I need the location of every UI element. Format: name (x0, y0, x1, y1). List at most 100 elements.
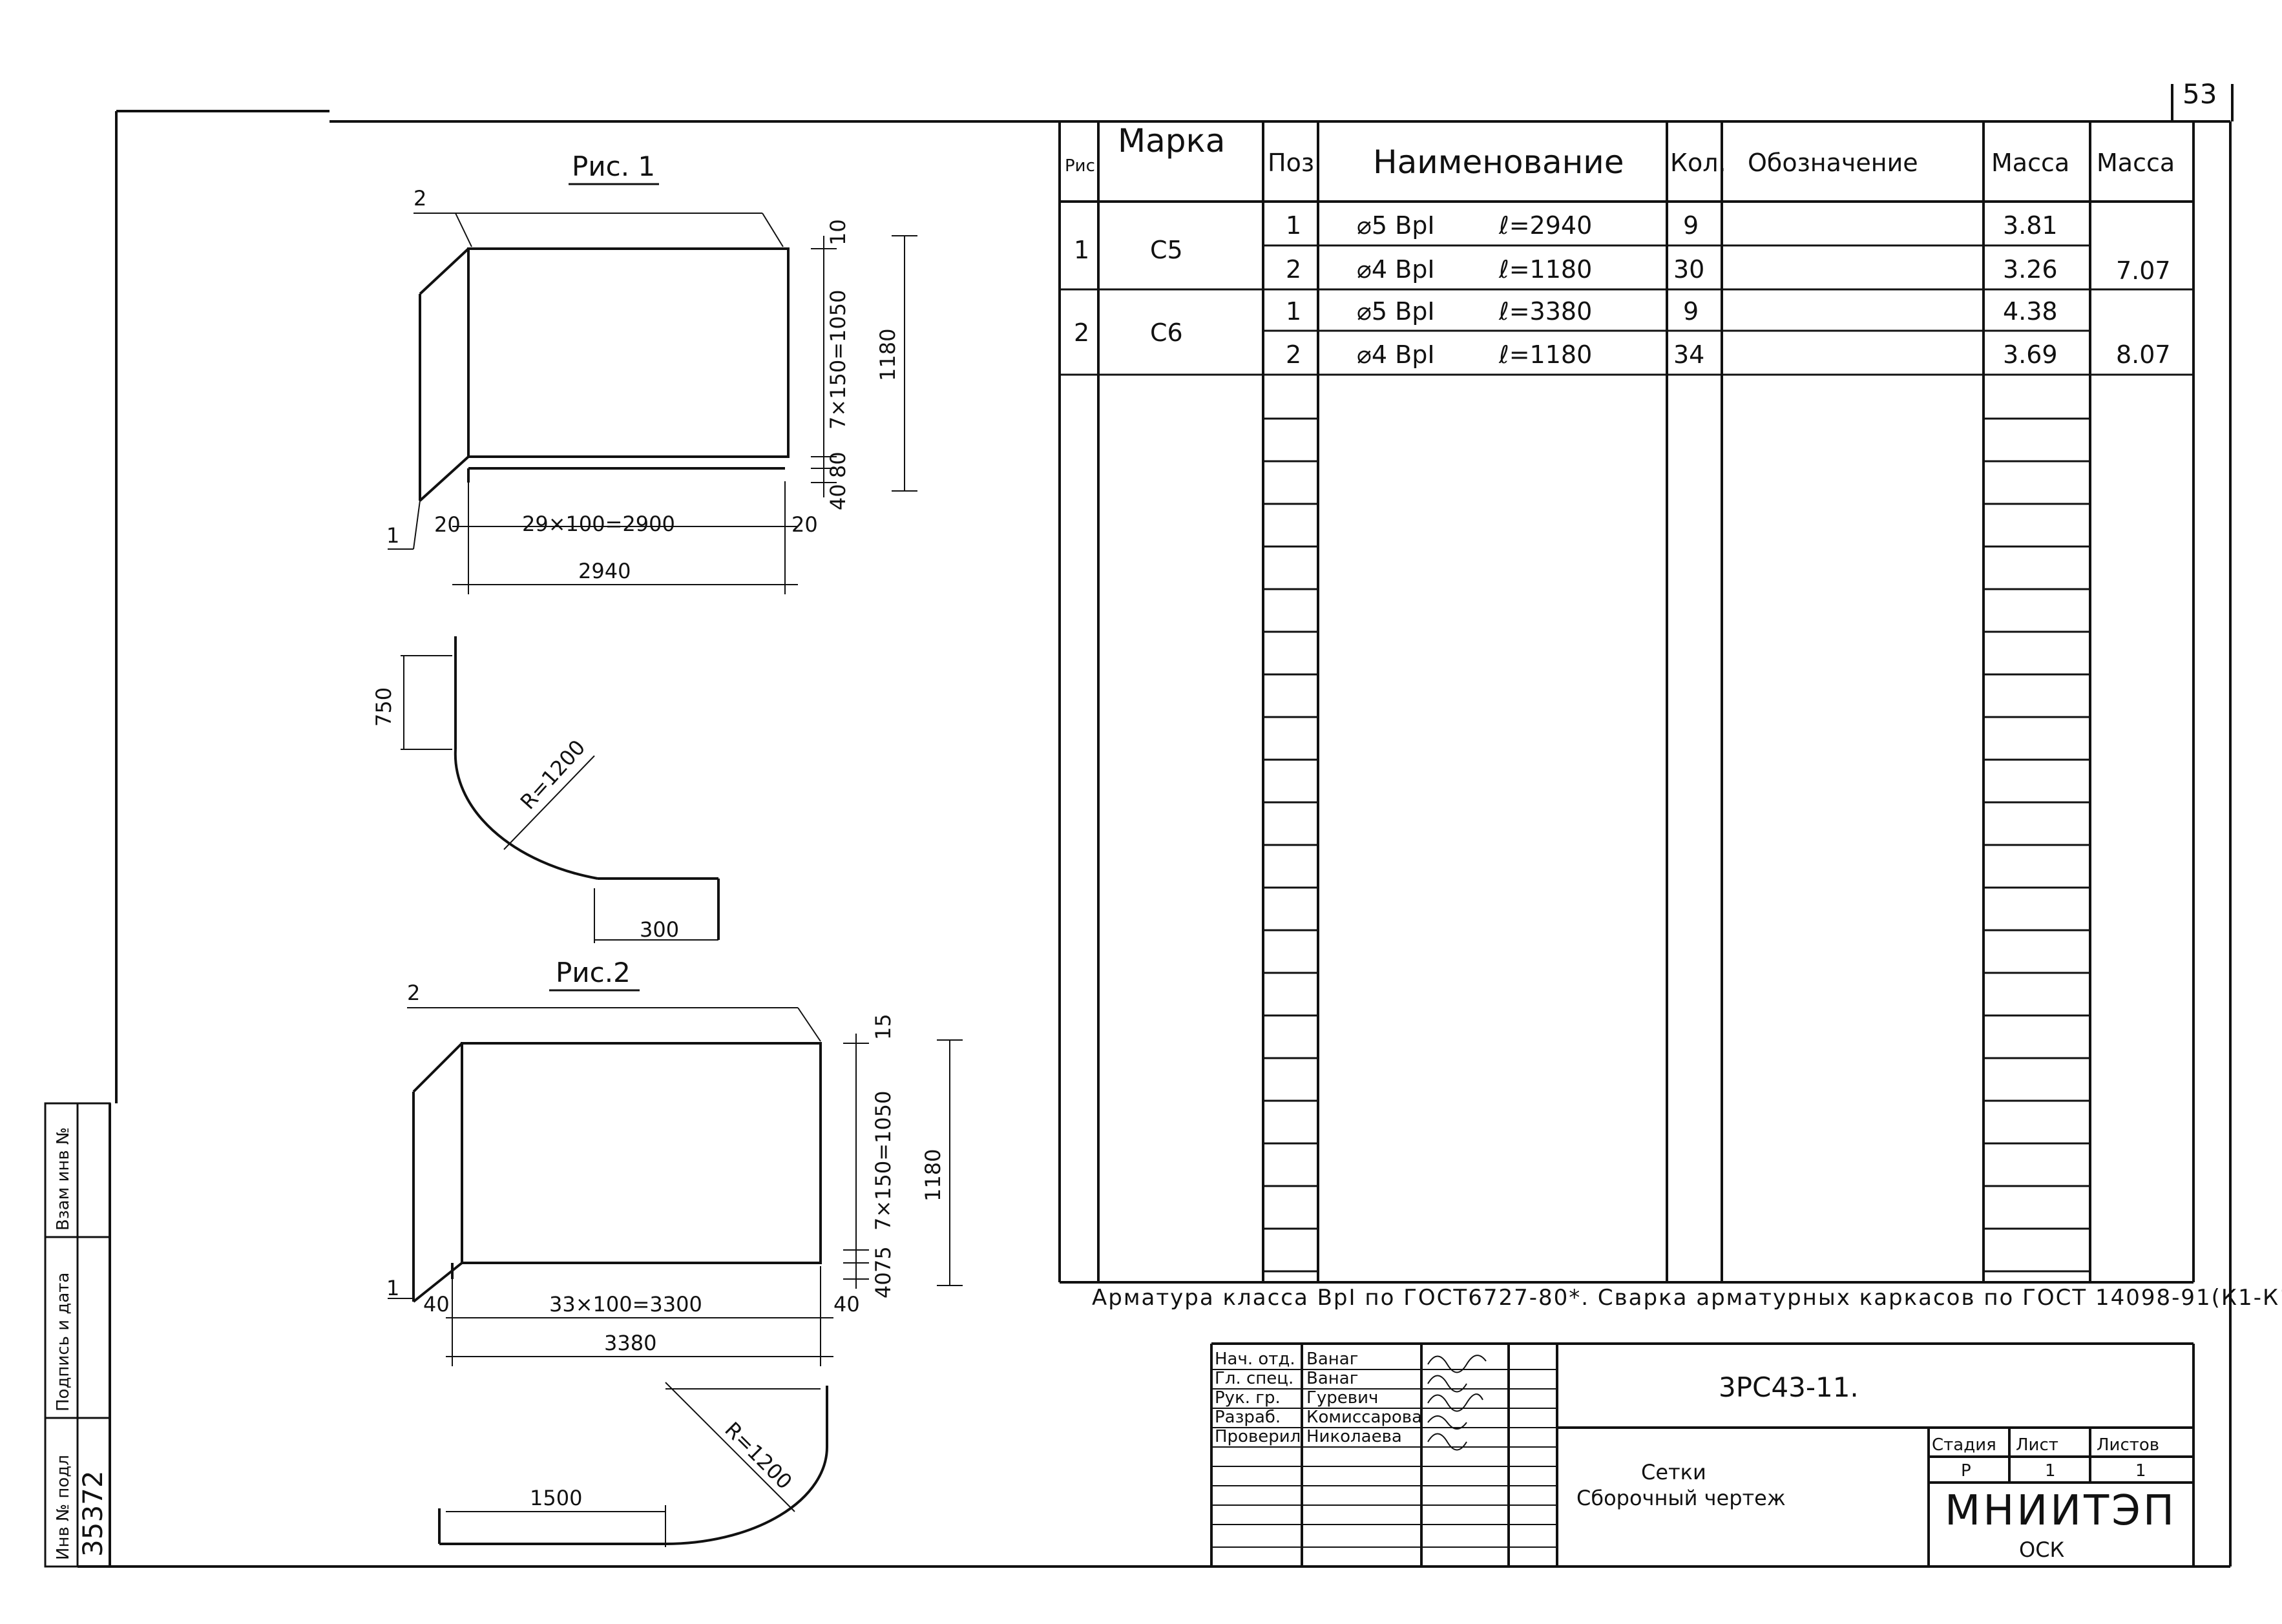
row3-name: ⌀5 ВрI (1357, 297, 1435, 326)
stamp-name-5: Николаева (1306, 1427, 1402, 1446)
row3-mark: С6 (1150, 318, 1183, 347)
fig1-mesh (388, 213, 790, 550)
row2-qty: 30 (1673, 255, 1704, 284)
fig1-dim-mid: 7×150=1050 (826, 290, 850, 430)
row1-mark: С5 (1150, 236, 1183, 264)
row3-pos: 1 (1286, 297, 1301, 326)
stamp-name-4: Комиссарова (1306, 1408, 1422, 1427)
title-block (1210, 1342, 2195, 1567)
stage-value: Р (1961, 1461, 1971, 1481)
fig2-dim-mid: 7×150=1050 (871, 1091, 895, 1231)
stamp-role-2: Гл. спец. (1215, 1369, 1293, 1388)
fig2-caption: Рис.2 (556, 957, 631, 988)
fig1-dimensions (452, 235, 917, 594)
fig2-pos-bottom: 1 (386, 1276, 399, 1300)
row1-fig: 1 (1074, 236, 1089, 264)
stamp-role-5: Проверил (1215, 1427, 1301, 1446)
doc-code: 3РС43-11. (1719, 1371, 1859, 1403)
side-inv-number: 35372 (77, 1470, 109, 1557)
fig2-dim-span: 33×100=3300 (549, 1292, 702, 1317)
fig1-dim-bot1: 80 (826, 452, 850, 478)
bend2-length: 1500 (530, 1486, 582, 1510)
fig1-dim-total: 1180 (875, 329, 900, 381)
fig2-pos-top: 2 (407, 981, 420, 1005)
fig2-dim-length: 3380 (604, 1331, 656, 1355)
row4-name: ⌀4 ВрI (1357, 340, 1435, 369)
spec-table-rows (1060, 244, 2193, 1273)
stamp-name-1: Ванаг (1306, 1349, 1358, 1369)
header-mass: Масса (1991, 149, 2069, 177)
side-stamp (44, 1102, 111, 1568)
bend1-shape (454, 636, 720, 940)
fig1-dim-right: 20 (791, 512, 818, 537)
fig1-caption: Рис. 1 (572, 151, 655, 182)
stamp-role-4: Разраб. (1215, 1408, 1281, 1427)
side-label-signature: Подпись и дата (54, 1273, 73, 1411)
sheet-value: 1 (2045, 1461, 2056, 1481)
bend1-dimensions (401, 655, 718, 943)
fig1-dim-bot2: 40 (826, 484, 850, 510)
fig2-dim-bot2: 40 (871, 1272, 895, 1298)
header-pos: Поз. (1268, 149, 1322, 177)
row4-pos: 2 (1286, 340, 1301, 369)
row1-qty: 9 (1683, 211, 1699, 240)
spec-table-grid (1058, 123, 2195, 1284)
stage-label: Стадия (1932, 1435, 1996, 1455)
row3-fig: 2 (1074, 318, 1089, 347)
fig2-dim-total: 1180 (921, 1149, 945, 1202)
fig1-pos-top: 2 (413, 186, 426, 211)
stamp-signatures (1427, 1355, 1487, 1451)
fig1-pos-bottom: 1 (386, 523, 399, 548)
sheet-label: Лист (2016, 1435, 2058, 1455)
row1-mass: 3.81 (2003, 211, 2058, 240)
header-fig: Рис (1065, 156, 1095, 176)
row3-qty: 9 (1683, 297, 1699, 326)
doc-title-1: Сетки (1641, 1460, 1706, 1484)
row4-length: ℓ=1180 (1498, 340, 1592, 369)
row2-mass: 3.26 (2003, 255, 2058, 284)
stamp-name-2: Ванаг (1306, 1369, 1358, 1388)
fig2-dim-left: 40 (423, 1292, 450, 1317)
row4-total: 8.07 (2116, 340, 2171, 369)
row1-pos: 1 (1286, 211, 1301, 240)
bend2-radius: R=1200 (720, 1417, 797, 1494)
sheets-value: 1 (2135, 1461, 2146, 1481)
side-label-inv: Инв № подл (54, 1455, 73, 1560)
bend1-radius: R=1200 (516, 735, 591, 814)
row1-length: ℓ=2940 (1498, 211, 1592, 240)
header-name: Наименование (1373, 143, 1624, 181)
fig1-dim-span: 29×100=2900 (522, 512, 675, 536)
bend1-height: 750 (372, 687, 396, 727)
title-block-rows (1211, 1369, 1557, 1548)
fig2-dim-bot1: 75 (871, 1246, 895, 1273)
stamp-role-3: Рук. гр. (1215, 1388, 1281, 1408)
page-number: 53 (2183, 78, 2217, 110)
row4-mass: 3.69 (2003, 340, 2058, 369)
row2-name: ⌀4 ВрI (1357, 255, 1435, 284)
row4-qty: 34 (1673, 340, 1704, 369)
fig2-mesh (388, 1007, 822, 1303)
header-designation: Обозначение (1748, 149, 1918, 177)
fig1-dim-left: 20 (434, 512, 461, 537)
fig1-dim-length: 2940 (578, 559, 631, 583)
fig1-dim-top: 10 (826, 219, 850, 245)
row1-name: ⌀5 ВрI (1357, 211, 1435, 240)
fig2-dimensions (446, 1034, 963, 1366)
header-mass-total: Масса (2097, 149, 2175, 177)
side-label-replace: Взам инв № (54, 1127, 73, 1231)
row2-pos: 2 (1286, 255, 1301, 284)
doc-title-2: Сборочный чертеж (1576, 1486, 1786, 1510)
sheets-label: Листов (2097, 1435, 2159, 1455)
stamp-name-3: Гуревич (1306, 1388, 1378, 1408)
bend1-tail: 300 (640, 917, 679, 942)
row2-length: ℓ=1180 (1498, 255, 1592, 284)
header-qty: Кол. (1670, 149, 1726, 177)
row3-mass: 4.38 (2003, 297, 2058, 326)
stamp-role-1: Нач. отд. (1215, 1349, 1295, 1369)
fig2-dim-right: 40 (833, 1292, 860, 1317)
row2-total: 7.07 (2116, 256, 2171, 285)
bend2-dimensions (446, 1382, 821, 1547)
fig2-dim-top: 15 (871, 1014, 895, 1040)
spec-footnote: Арматура класса ВрI по ГОСТ6727-80*. Сва… (1092, 1285, 2282, 1311)
